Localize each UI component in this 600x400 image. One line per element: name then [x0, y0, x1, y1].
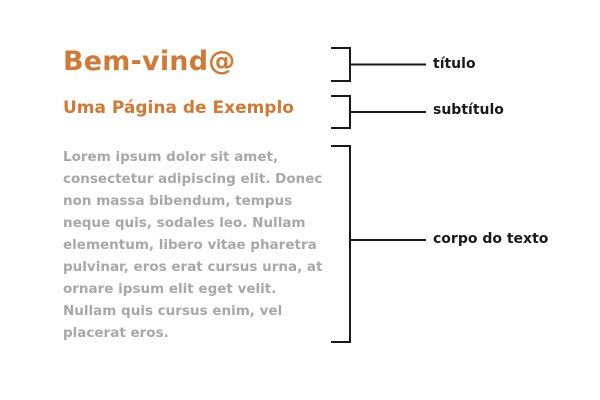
body-text-line: elementum, libero vitae pharetra [63, 237, 317, 253]
body-text-line: Lorem ipsum dolor sit amet, [63, 149, 279, 165]
body-text-line: placerat eros. [63, 325, 169, 341]
body-text-line: pulvinar, eros erat cursus urna, at [63, 259, 323, 275]
body-text-line: neque quis, sodales leo. Nullam [63, 215, 306, 231]
subtitle-annotation-label: subtítulo [433, 102, 504, 118]
body-text-line: ornare ipsum elit eget velit. [63, 281, 277, 297]
body-text: Lorem ipsum dolor sit amet, consectetur … [63, 146, 323, 344]
page-title: Bem-vind@ [63, 46, 236, 77]
subtitle-bracket [331, 95, 426, 129]
title-bracket [331, 47, 426, 82]
body-text-line: consectetur adipiscing elit. Donec [63, 171, 323, 187]
body-annotation-label: corpo do texto [433, 231, 549, 247]
page-subtitle: Uma Página de Exemplo [63, 98, 294, 118]
body-text-bracket [331, 145, 426, 343]
body-text-line: Nullam quis cursus enim, vel [63, 303, 283, 319]
body-text-line: non massa bibendum, tempus [63, 193, 293, 209]
title-annotation-label: título [433, 56, 476, 72]
